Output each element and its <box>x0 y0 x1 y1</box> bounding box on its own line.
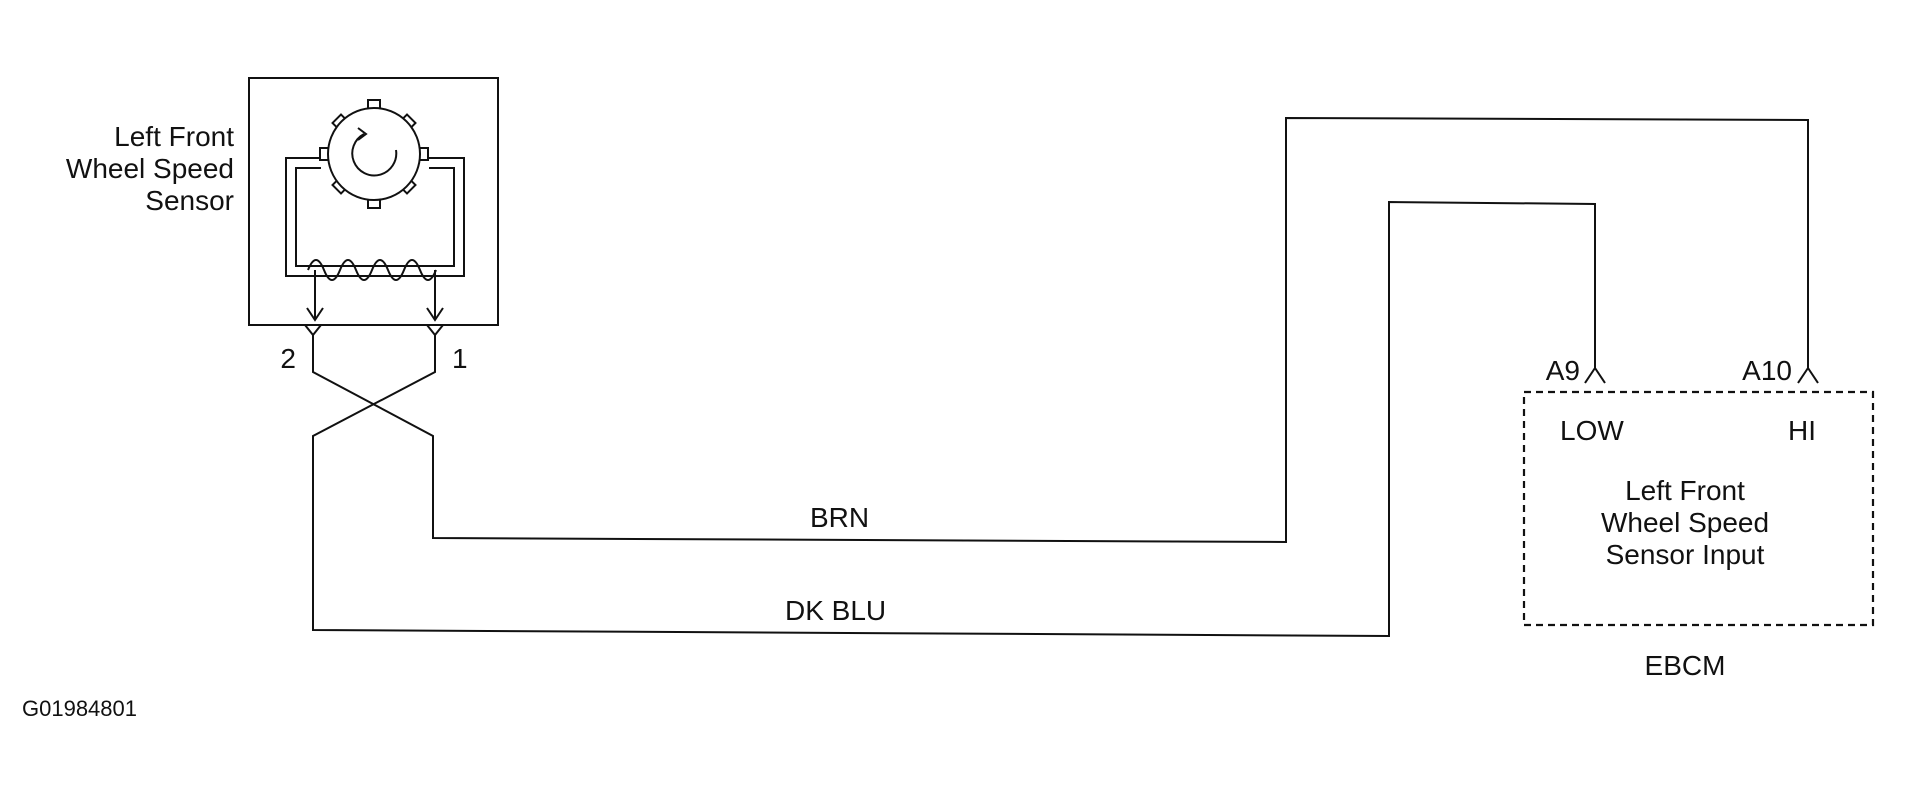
figure-id: G01984801 <box>22 696 137 721</box>
ebcm-pin-a10: A10 <box>1742 355 1792 386</box>
sensor-pole-piece-inner <box>295 167 455 267</box>
wire-label-brn: BRN <box>810 502 869 533</box>
connector-a9-icon <box>1584 366 1606 384</box>
ebcm-module-name: EBCM <box>1645 650 1726 681</box>
wheel-speed-sensor <box>248 77 499 326</box>
ebcm-low-label: LOW <box>1560 415 1624 446</box>
sensor-pole-piece-outer <box>285 157 465 277</box>
sensor-label-line1: Left Front <box>114 121 234 152</box>
wire-dk-blu <box>312 200 1596 638</box>
ebcm-hi-label: HI <box>1788 415 1816 446</box>
connector-a10-icon <box>1797 366 1819 384</box>
ebcm-input-line3: Sensor Input <box>1606 539 1765 570</box>
ebcm-input-line2: Wheel Speed <box>1601 507 1769 538</box>
wire-label-dk-blu: DK BLU <box>785 595 886 626</box>
connector-pin1-icon <box>426 324 444 337</box>
terminal-pin1: 1 <box>452 343 468 374</box>
sensor-label-line2: Wheel Speed <box>66 153 234 184</box>
ebcm-pin-a9: A9 <box>1546 355 1580 386</box>
ebcm-input-line1: Left Front <box>1625 475 1745 506</box>
sensor-coil-icon <box>307 259 437 281</box>
sensor-label-line3: Sensor <box>145 185 234 216</box>
sensor-housing <box>248 77 499 326</box>
terminal-pin2: 2 <box>280 343 296 374</box>
twisted-pair-wires <box>312 335 436 512</box>
connector-pin2-icon <box>304 324 322 337</box>
wire-brn <box>432 116 1809 544</box>
rotation-arrow-icon <box>351 133 398 177</box>
ebcm-module-box <box>1522 390 1875 627</box>
tone-wheel-icon <box>319 99 429 209</box>
